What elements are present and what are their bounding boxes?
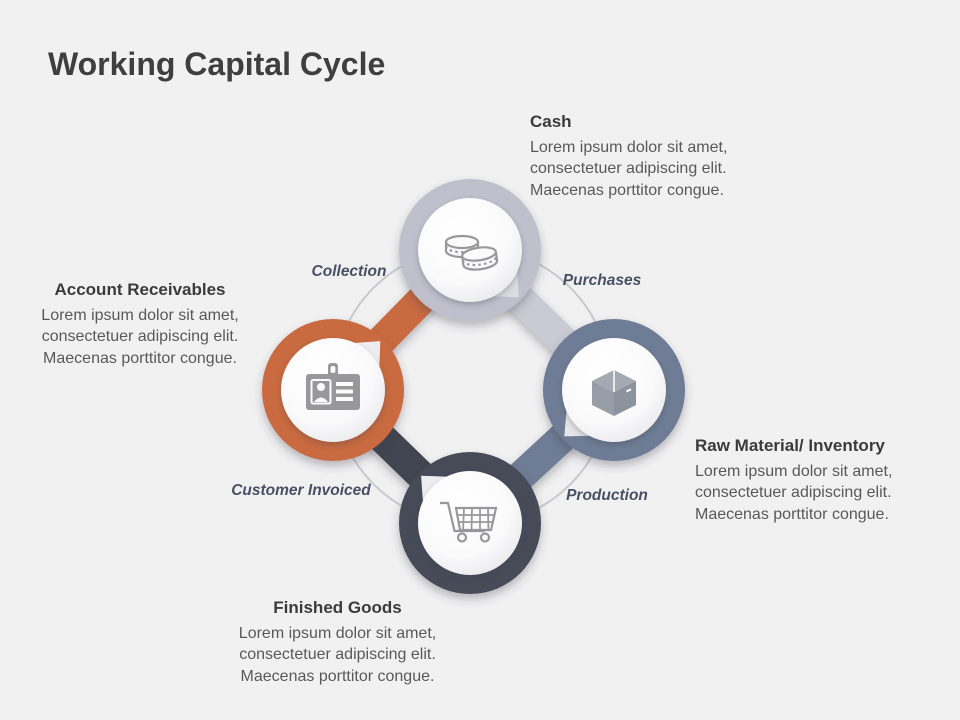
page-title: Working Capital Cycle [48, 46, 386, 82]
connector-label-customer-invoiced: Customer Invoiced [231, 482, 371, 499]
node-description-finished-goods: Lorem ipsum dolor sit amet, consectetuer… [238, 625, 437, 685]
node-description-cash: Lorem ipsum dolor sit amet, consectetuer… [530, 139, 728, 199]
text-block-account-receivables: Account Receivables Lorem ipsum dolor si… [20, 280, 260, 369]
node-finished-goods [399, 452, 541, 594]
package-icon [592, 370, 636, 416]
node-finished-goods-disc [418, 471, 522, 575]
node-heading-finished-goods: Finished Goods [273, 598, 402, 617]
node-heading-cash: Cash [530, 112, 572, 131]
node-heading-account-receivables: Account Receivables [54, 280, 226, 299]
node-description-account-receivables: Lorem ipsum dolor sit amet, consectetuer… [41, 307, 239, 367]
id-card-icon [306, 363, 360, 410]
text-block-finished-goods: Finished Goods Lorem ipsum dolor sit ame… [210, 598, 465, 687]
shopping-cart-icon [440, 501, 498, 543]
connector-label-production: Production [566, 487, 648, 504]
node-description-raw-material: Lorem ipsum dolor sit amet, consectetuer… [695, 463, 893, 523]
node-account-receivables [262, 319, 404, 461]
node-raw-material [543, 319, 685, 461]
text-block-cash: Cash Lorem ipsum dolor sit amet, consect… [530, 112, 780, 201]
text-block-raw-material: Raw Material/ Inventory Lorem ipsum dolo… [695, 436, 935, 525]
coins-icon [444, 234, 499, 271]
connector-label-collection: Collection [311, 263, 387, 280]
node-cash [399, 179, 541, 321]
node-heading-raw-material: Raw Material/ Inventory [695, 436, 885, 455]
connector-label-purchases: Purchases [562, 272, 642, 289]
